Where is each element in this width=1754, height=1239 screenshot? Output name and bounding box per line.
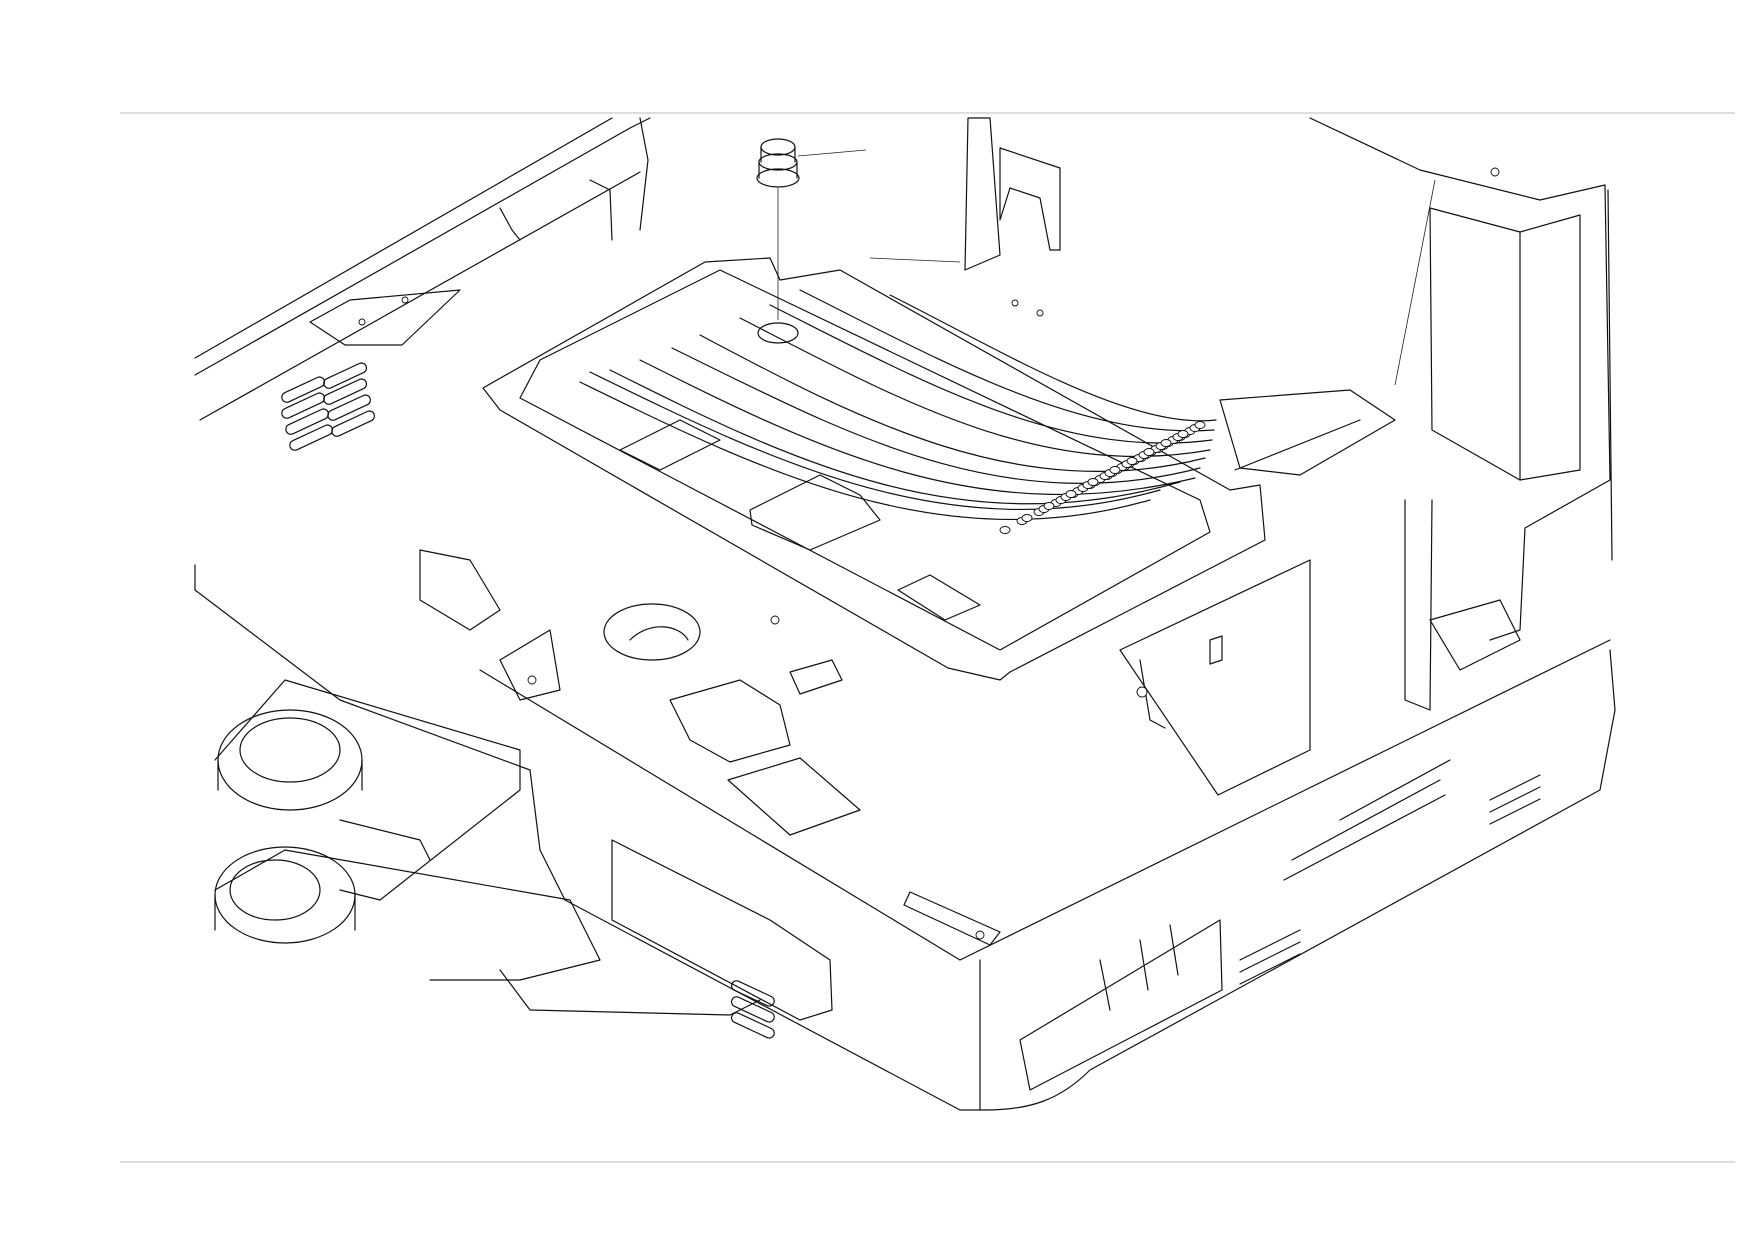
main-body-shell: [194, 564, 1616, 1111]
perforation-hole: [999, 526, 1011, 534]
left-vent-slots: [281, 362, 376, 451]
perforation-hole: [1065, 490, 1077, 498]
right-pillar: [869, 117, 1613, 711]
plug-component: [756, 138, 867, 344]
left-frame-rails: [194, 117, 651, 421]
lower-vent-slots: [730, 774, 1541, 1039]
perforation-hole: [1087, 478, 1099, 486]
swing-pivot-mounts: [214, 679, 761, 1016]
sheet-frame: [120, 112, 1735, 1163]
floor-plate: [482, 257, 1266, 681]
perforation-hole: [1126, 457, 1138, 465]
perforation-hole: [1043, 502, 1055, 510]
perforation-hole: [1021, 514, 1033, 522]
perforation-hole: [1194, 421, 1206, 429]
center-deck-cutouts: [419, 549, 1001, 946]
perforation-hole: [1177, 430, 1189, 438]
right-bracket-assembly: [1119, 559, 1521, 796]
perforation-hole: [1143, 448, 1155, 456]
perforation-hole: [1109, 466, 1121, 474]
perforation-hole: [1160, 439, 1172, 447]
perforation-holes: [999, 421, 1206, 534]
